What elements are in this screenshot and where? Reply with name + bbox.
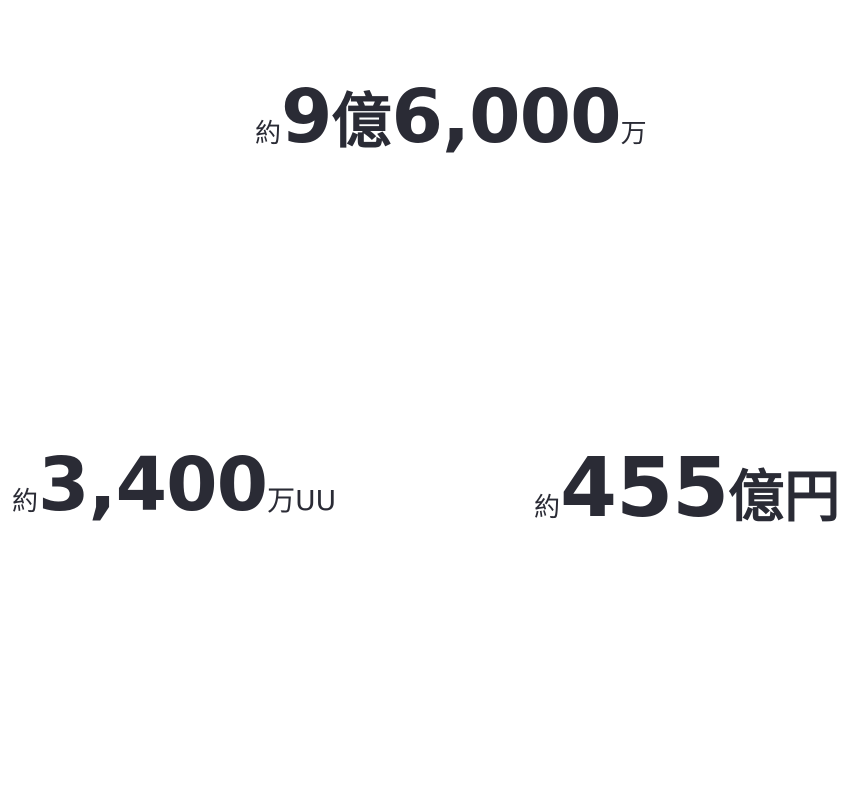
stat-value-part: 6,000 bbox=[391, 74, 622, 160]
stat-unit-mid: 億 bbox=[331, 87, 392, 157]
stat-value-part: 9 bbox=[281, 74, 332, 160]
stat-prefix: 約 bbox=[534, 493, 561, 523]
stat-prefix: 約 bbox=[255, 119, 282, 149]
stat-suffix: 万 bbox=[620, 119, 647, 149]
stat-suffix: 万UU bbox=[267, 484, 337, 517]
stat-value: 455 bbox=[560, 441, 729, 536]
stat-figure-2: 約 3,400 万UU bbox=[12, 448, 336, 522]
stat-figure-3: 約 455 億円 bbox=[534, 448, 840, 530]
stat-suffix: 億円 bbox=[728, 465, 841, 530]
stat-figure-1: 約 9 億 6,000 万 bbox=[255, 80, 647, 154]
stat-prefix: 約 bbox=[12, 487, 39, 517]
stat-value: 3,400 bbox=[38, 442, 268, 528]
